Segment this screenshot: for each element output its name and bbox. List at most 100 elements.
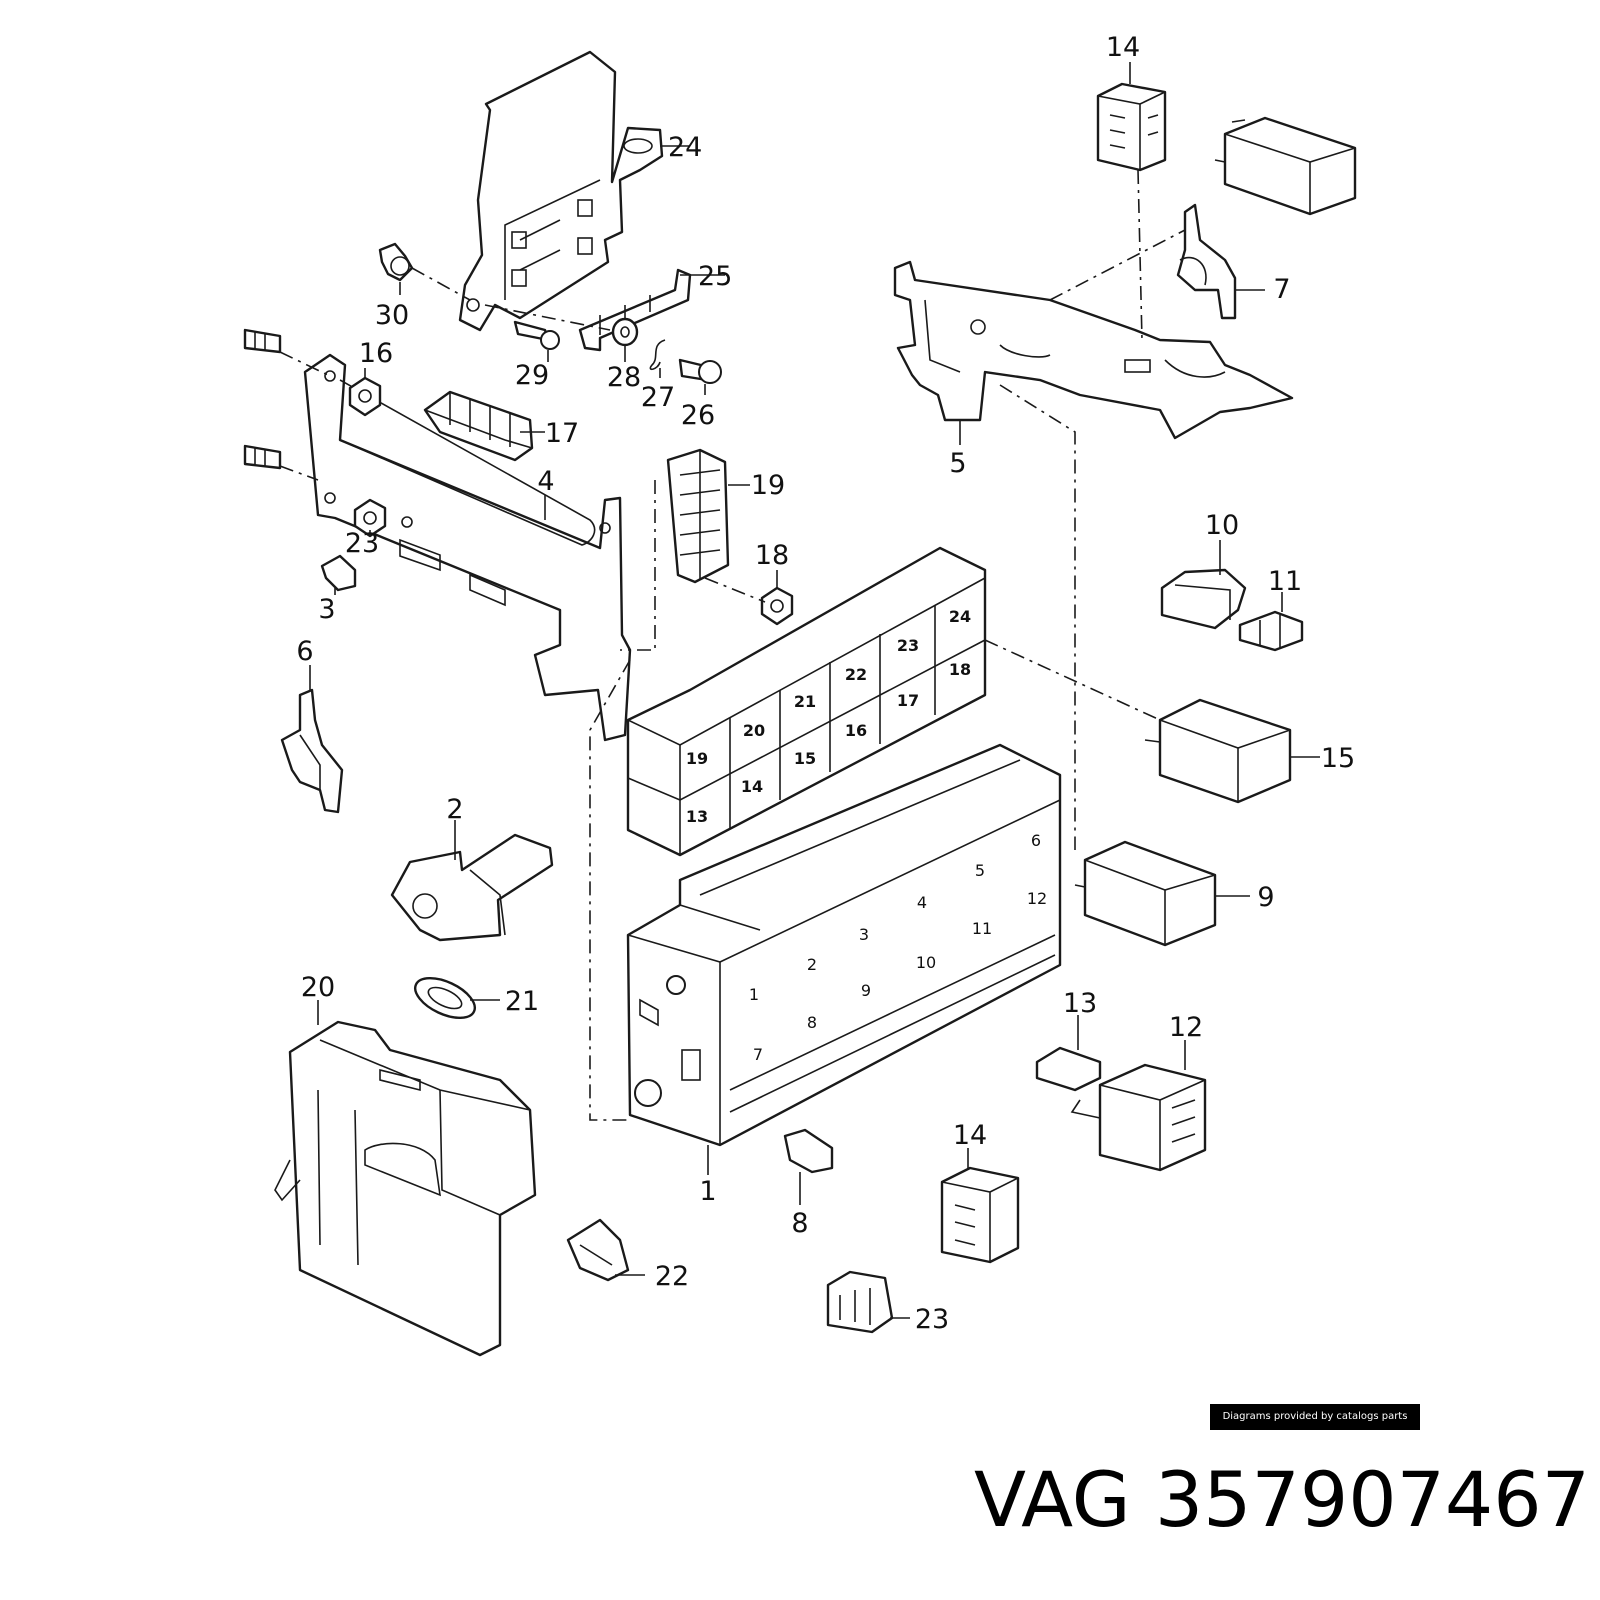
- callout: 6: [296, 636, 313, 667]
- fuse-slot: 8: [807, 1013, 817, 1032]
- callout: 14: [953, 1120, 987, 1151]
- part-3-clip: [320, 554, 357, 592]
- part-30-clip: [378, 242, 414, 282]
- fuse-slot: 9: [861, 981, 871, 1000]
- part-4-mounting-bar: [303, 353, 632, 742]
- part-1-central-box: [626, 743, 1062, 1147]
- callout: 27: [641, 382, 675, 413]
- diagram-credit-label: Diagrams provided by catalogs parts: [1210, 1404, 1420, 1430]
- fuse-slot: 1: [749, 985, 759, 1004]
- callout: 7: [1273, 274, 1290, 305]
- leader-lines: [309, 62, 1320, 1319]
- part-8-clip: [783, 1128, 834, 1174]
- fuse-slot: 4: [917, 893, 927, 912]
- part-15-relay: [1144, 698, 1292, 804]
- part-11-strip: [1238, 610, 1304, 652]
- part-28-washer: [611, 317, 639, 347]
- screw-middle-left: [243, 444, 282, 470]
- callout: 24: [668, 132, 702, 163]
- part-10-relay-base: [1160, 568, 1247, 630]
- part-22-clip: [566, 1218, 630, 1282]
- relay-slot: 16: [845, 721, 867, 740]
- part-24-bracket: [458, 50, 664, 332]
- fuse-slot: 10: [916, 953, 936, 972]
- relay-slot-labels: 24 23 22 21 20 19 18 17 16 15 14 13: [686, 607, 971, 826]
- callout: 18: [755, 540, 789, 571]
- callout: 28: [607, 362, 641, 393]
- callout: 4: [537, 466, 554, 497]
- relay-slot: 14: [741, 777, 763, 796]
- part-19-fuse-holder: [666, 448, 730, 584]
- callout: 26: [681, 400, 715, 431]
- part-number-heading: VAG 357907467: [950, 1455, 1590, 1544]
- callout-labels: 14 24 25 30 29 28 27 26 7 16 17 5 4 19 2…: [296, 32, 1355, 1335]
- relay-slot: 24: [949, 607, 971, 626]
- relay-matrix: [626, 546, 987, 857]
- callout: 2: [446, 794, 463, 825]
- callout: 30: [375, 300, 409, 331]
- part-5-relay-plate: [893, 260, 1294, 440]
- relay-slot: 19: [686, 749, 708, 768]
- relay-slot: 17: [897, 691, 919, 710]
- callout: 11: [1268, 566, 1302, 597]
- relay-slot: 22: [845, 665, 867, 684]
- part-13-connector: [1035, 1046, 1102, 1092]
- relay-slot: 20: [743, 721, 765, 740]
- part-21-grommet: [414, 976, 476, 1020]
- callout: 23: [915, 1304, 949, 1335]
- callout: 17: [545, 418, 579, 449]
- callout: 5: [949, 448, 966, 479]
- part-6-hook: [280, 688, 344, 814]
- part-9-relay: [1074, 840, 1217, 947]
- fuse-slot: 7: [753, 1045, 763, 1064]
- callout: 23: [345, 528, 379, 559]
- callout: 25: [698, 261, 732, 292]
- callout: 1: [699, 1176, 716, 1207]
- part-7-spring: [1176, 203, 1237, 320]
- fuse-slot: 12: [1027, 889, 1047, 908]
- part-29-screw: [513, 320, 560, 350]
- relay-slot: 15: [794, 749, 816, 768]
- fuse-slot: 2: [807, 955, 817, 974]
- brand-name: VAG: [973, 1455, 1131, 1544]
- part-2-clamp: [390, 833, 554, 942]
- part-18-nut: [760, 586, 794, 626]
- part-14-socket-top: [1096, 82, 1167, 172]
- relay-slot: 18: [949, 660, 971, 679]
- relay-top-right: [1214, 116, 1357, 216]
- callout: 16: [359, 338, 393, 369]
- part-12-socket: [1070, 1063, 1207, 1172]
- callout: 3: [318, 594, 335, 625]
- callout: 13: [1063, 988, 1097, 1019]
- callout: 12: [1169, 1012, 1203, 1043]
- callout: 15: [1321, 743, 1355, 774]
- fuse-slot: 5: [975, 861, 985, 880]
- relay-slot: 23: [897, 636, 919, 655]
- part-number: 357907467: [1154, 1455, 1590, 1544]
- callout: 22: [655, 1261, 689, 1292]
- fuse-slot-labels: 1 2 3 4 5 6 7 8 9 10 11 12: [749, 831, 1047, 1064]
- part-20-cover: [274, 1020, 537, 1357]
- assembly-lines: [279, 169, 1186, 1121]
- part-23-connector-bottom: [826, 1270, 894, 1334]
- callout: 14: [1106, 32, 1140, 63]
- part-27-spring: [649, 339, 666, 371]
- part-16-nut: [348, 376, 382, 417]
- part-14-socket-bottom: [940, 1166, 1020, 1264]
- callout: 20: [301, 972, 335, 1003]
- callout: 19: [751, 470, 785, 501]
- relay-slot: 21: [794, 692, 816, 711]
- part-23-nut: [353, 498, 387, 538]
- part-26-screw: [678, 358, 722, 384]
- screw-upper-left: [243, 328, 282, 354]
- callout: 8: [791, 1208, 808, 1239]
- callout: 29: [515, 360, 549, 391]
- fuse-slot: 11: [972, 919, 992, 938]
- fuse-slot: 3: [859, 925, 869, 944]
- fuse-slot: 6: [1031, 831, 1041, 850]
- relay-slot: 13: [686, 807, 708, 826]
- callout: 9: [1257, 882, 1274, 913]
- part-17-connector: [423, 390, 534, 462]
- callout: 10: [1205, 510, 1239, 541]
